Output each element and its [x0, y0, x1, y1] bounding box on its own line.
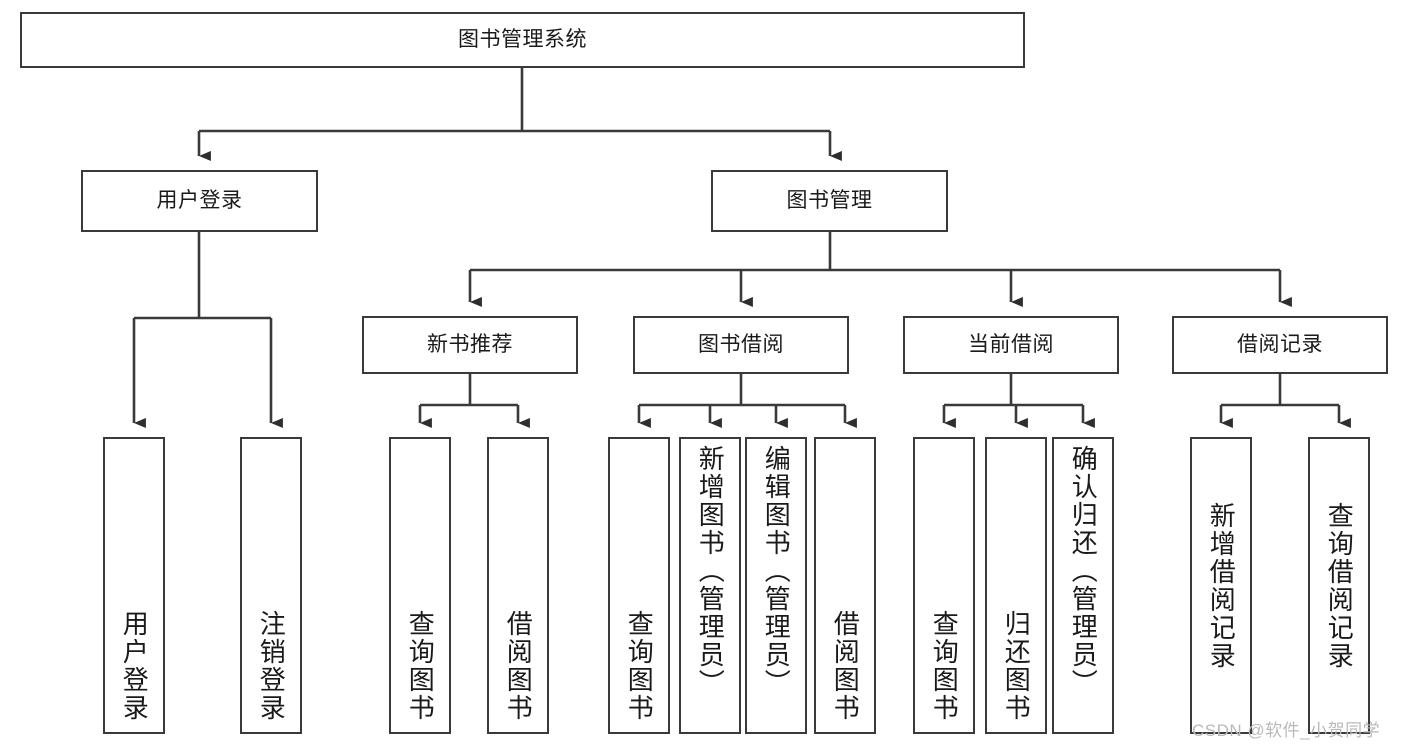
leaf-return-book[interactable]: 归还图书 [985, 437, 1047, 734]
node-borrow-record[interactable]: 借阅记录 [1172, 316, 1388, 374]
node-current-borrow-label: 当前借阅 [968, 332, 1054, 356]
leaf-user-logout[interactable]: 注销登录 [240, 437, 302, 734]
leaf-edit-book-admin[interactable]: 编辑图书（管理员） [745, 437, 807, 734]
leaf-add-borrow-record-label: 新增借阅记录 [1206, 501, 1237, 670]
leaf-confirm-return-admin[interactable]: 确认归还（管理员） [1052, 437, 1114, 734]
leaf-add-borrow-record[interactable]: 新增借阅记录 [1190, 437, 1252, 734]
leaf-borrow-book[interactable]: 借阅图书 [814, 437, 876, 734]
leaf-borrow-book-rec[interactable]: 借阅图书 [487, 437, 549, 734]
leaf-query-borrow-record-label: 查询借阅记录 [1324, 501, 1355, 670]
leaf-query-book-rec[interactable]: 查询图书 [389, 437, 451, 734]
leaf-user-logout-label: 注销登录 [256, 610, 287, 722]
leaf-query-borrow-record[interactable]: 查询借阅记录 [1308, 437, 1370, 734]
leaf-return-book-label: 归还图书 [1001, 610, 1032, 722]
node-root[interactable]: 图书管理系统 [20, 12, 1025, 68]
leaf-query-book-rec-label: 查询图书 [405, 610, 436, 722]
leaf-borrow-book-rec-label: 借阅图书 [503, 610, 534, 722]
node-user-login[interactable]: 用户登录 [81, 170, 318, 232]
node-book-borrow-label: 图书借阅 [698, 332, 784, 356]
leaf-query-book-current-label: 查询图书 [929, 610, 960, 722]
leaf-add-book-admin[interactable]: 新增图书（管理员） [679, 437, 741, 734]
leaf-query-book-current[interactable]: 查询图书 [913, 437, 975, 734]
node-borrow-record-label: 借阅记录 [1237, 332, 1323, 356]
node-book-borrow[interactable]: 图书借阅 [633, 316, 849, 374]
leaf-query-book-borrow-label: 查询图书 [624, 610, 655, 722]
leaf-borrow-book-label: 借阅图书 [830, 610, 861, 722]
leaf-add-book-admin-label: 新增图书（管理员） [695, 445, 726, 697]
leaf-confirm-return-admin-label: 确认归还（管理员） [1068, 445, 1099, 697]
leaf-user-login[interactable]: 用户登录 [103, 437, 165, 734]
node-new-book-rec[interactable]: 新书推荐 [362, 316, 578, 374]
node-book-manage-label: 图书管理 [786, 188, 873, 212]
node-book-manage[interactable]: 图书管理 [711, 170, 948, 232]
csdn-watermark: CSDN @软件_小贺同学 [1192, 721, 1381, 740]
node-user-login-label: 用户登录 [156, 188, 243, 212]
node-new-book-rec-label: 新书推荐 [427, 332, 513, 356]
leaf-edit-book-admin-label: 编辑图书（管理员） [761, 445, 792, 697]
leaf-user-login-label: 用户登录 [119, 610, 150, 722]
node-root-label: 图书管理系统 [458, 27, 587, 51]
leaf-query-book-borrow[interactable]: 查询图书 [608, 437, 670, 734]
node-current-borrow[interactable]: 当前借阅 [903, 316, 1119, 374]
